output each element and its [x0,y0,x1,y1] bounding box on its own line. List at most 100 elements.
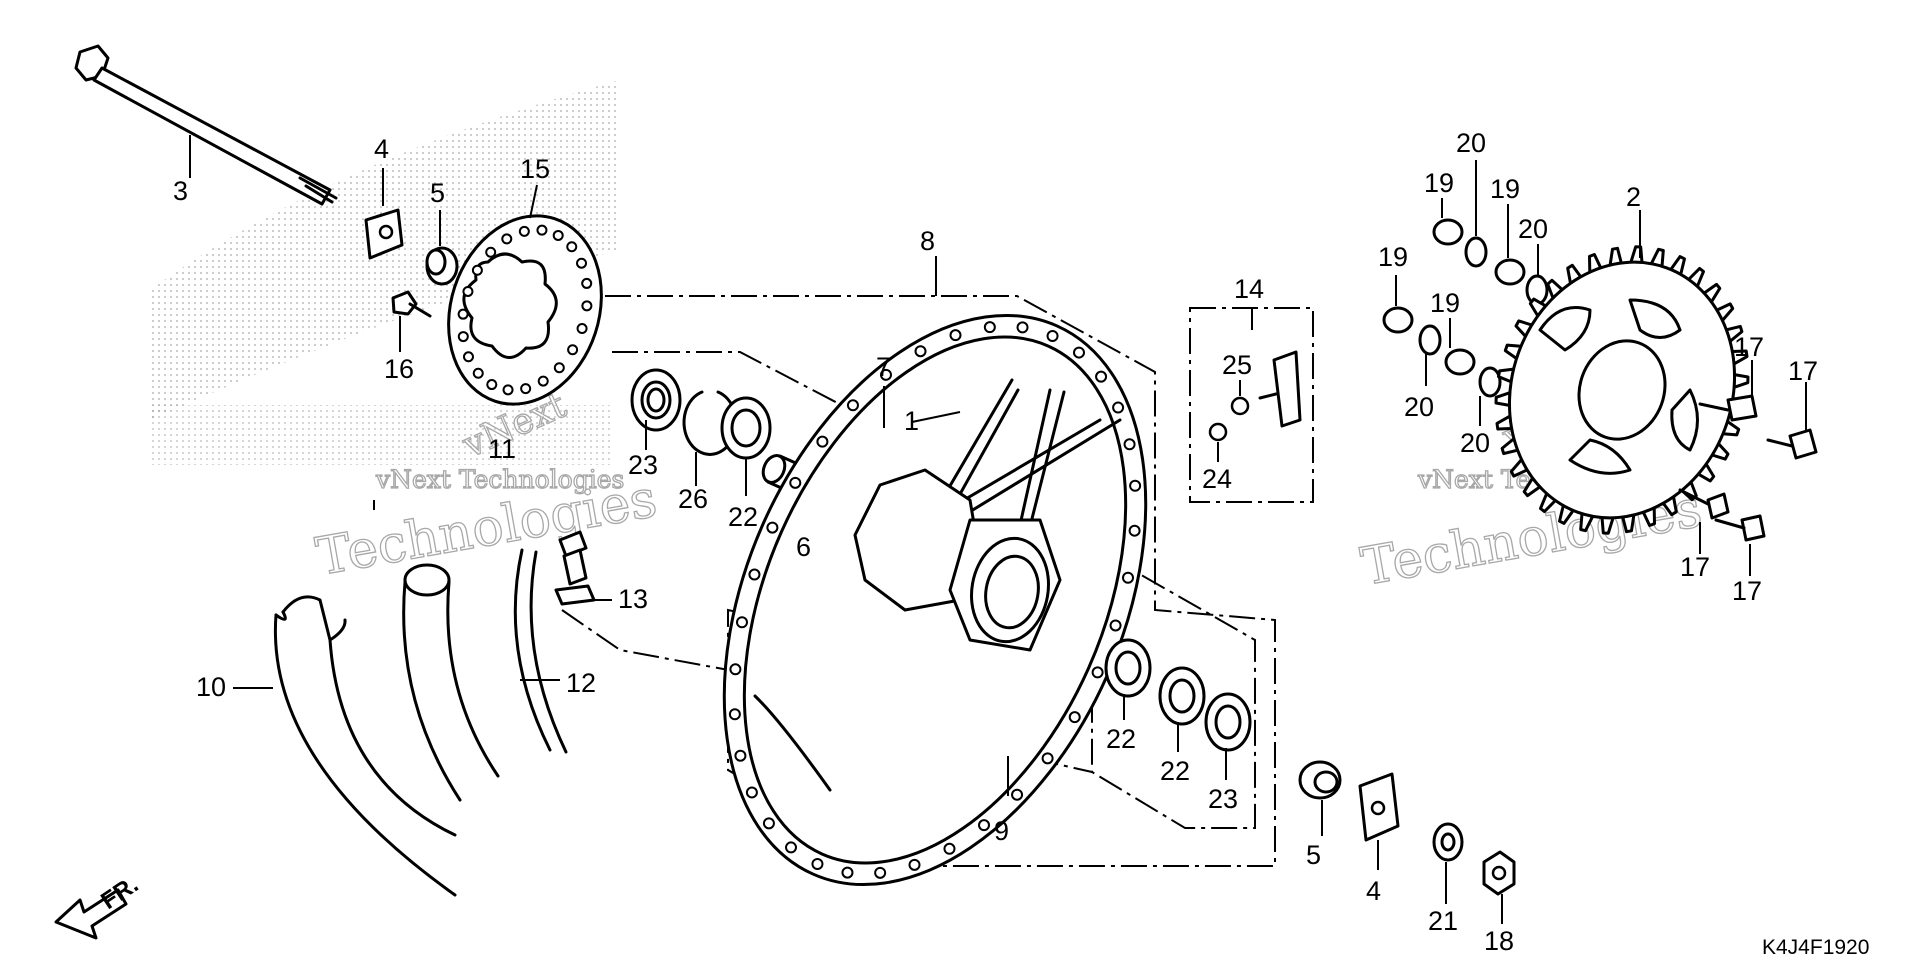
hole [1123,438,1136,451]
callout-17-d: 17 [1732,576,1762,606]
hole [566,241,578,253]
hole [501,233,513,245]
hub [853,468,1062,652]
hole [1091,666,1104,679]
callout-1: 8 [920,226,935,256]
hole [537,375,549,387]
callout-6: 6 [796,532,811,562]
callout-20-top: 20 [1456,128,1486,158]
callout-22-right-1: 22 [1106,724,1136,754]
sprocket-tooth [1732,373,1750,389]
callout-labels: 8 3 4 5 15 16 11 23 26 22 6 7 1 13 10 12… [173,128,1818,956]
hole [978,819,991,832]
valve [554,530,596,606]
axle [74,44,338,206]
spacer-left [425,246,459,286]
hole [943,842,956,855]
spacer-right [1298,760,1342,800]
callout-25: 25 [1222,350,1252,380]
hole [1095,370,1108,383]
callout-2: 2 [1626,182,1641,212]
hole [734,749,747,762]
hole [486,379,498,391]
hole [1072,346,1085,359]
hole [1046,329,1059,342]
hole [879,368,892,381]
callout-5-left: 5 [430,178,445,208]
hole [762,817,775,830]
hole [520,383,532,395]
callout-26: 26 [678,484,708,514]
sprocket-bolts [1678,394,1818,542]
hole [1068,711,1081,724]
callout-5-right: 5 [1306,840,1321,870]
hole [983,321,996,334]
hole [502,384,514,396]
callout-20-left: 20 [1404,392,1434,422]
callout-19-lower: 19 [1430,288,1460,318]
hole [1016,321,1029,334]
nipple-plate [1208,350,1302,442]
hole [1041,752,1054,765]
bearing-right-1 [1104,638,1152,698]
bearing-right-2 [1158,666,1206,726]
hole [766,521,779,534]
callout-14: 14 [1234,274,1264,304]
callout-17-c: 17 [1680,552,1710,582]
hole [581,300,593,312]
sprocket-tooth [1494,391,1512,407]
hole [729,663,742,676]
callout-9: 9 [994,816,1009,846]
hole [576,257,588,269]
callout-23-right: 23 [1208,784,1238,814]
front-direction-arrow: FR. [54,871,143,940]
hole [846,399,859,412]
hole [457,331,469,343]
callout-1-hub: 1 [904,406,919,436]
callout-19-left: 19 [1378,242,1408,272]
hole [1122,571,1135,584]
sprocket-nuts-washers [1382,218,1549,398]
axle-nut [1482,850,1516,896]
callout-4-right: 4 [1366,876,1381,906]
hole [914,345,927,358]
hole [874,866,887,879]
callout-17-b: 17 [1788,356,1818,386]
hole [1112,401,1125,414]
hole [1129,479,1142,492]
callout-4-left: 4 [374,134,389,164]
group-frame-nipple [1189,307,1314,503]
washer [1432,822,1464,862]
rim-band [513,548,568,754]
hole [949,329,962,342]
hole [536,224,548,236]
hole [816,435,829,448]
hole [462,285,474,297]
bearing-right-3 [1204,692,1252,752]
hole [471,264,483,276]
hole [908,858,921,871]
hole [553,362,565,374]
hole [457,308,469,320]
hole [811,858,824,871]
callout-24: 24 [1202,464,1232,494]
callout-19-top: 19 [1424,168,1454,198]
inner-tube [402,563,500,802]
callout-20-mid: 20 [1518,214,1548,244]
hole [789,476,802,489]
hole [567,344,579,356]
hole [785,841,798,854]
callout-7: 7 [876,352,891,382]
callout-15: 15 [520,154,550,184]
disc-bolt [391,290,432,318]
hole [748,568,761,581]
callout-17-a: 17 [1734,332,1764,362]
callout-23-left: 23 [628,450,658,480]
hole [841,866,854,879]
hole [745,786,758,799]
callout-16: 16 [384,354,414,384]
callout-20-lower: 20 [1460,428,1490,458]
callout-22-right-2: 22 [1160,756,1190,786]
